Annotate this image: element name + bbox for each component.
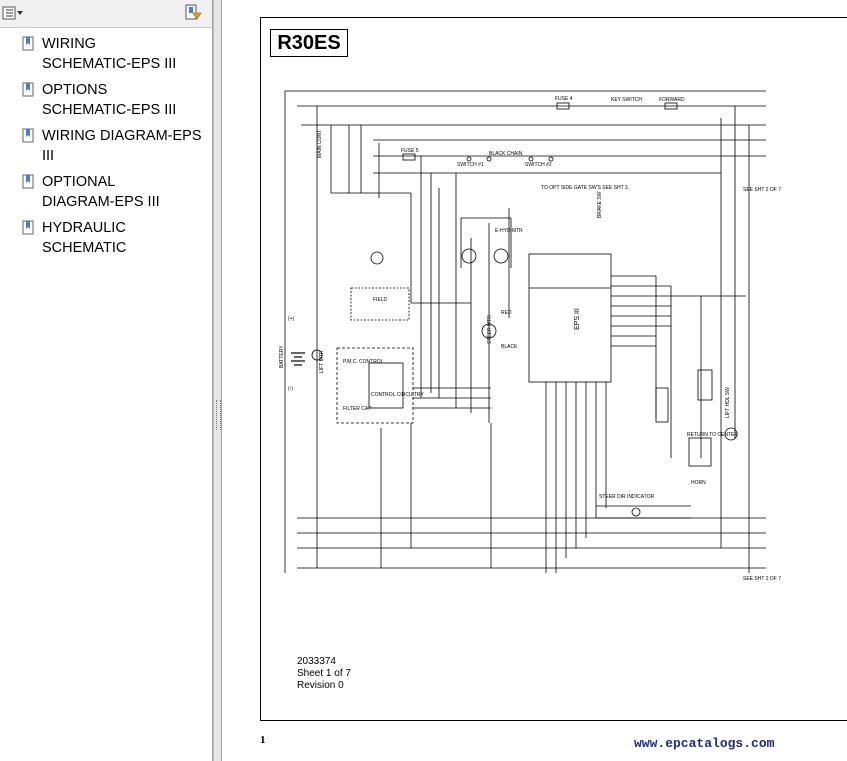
bookmark-page-icon (22, 36, 34, 51)
battery-plus-label: (+) (288, 316, 295, 322)
watermark-url: www.epcatalogs.com (634, 736, 775, 751)
bookmark-page-icon (22, 174, 34, 189)
switch-1-label: SWITCH #1 (457, 162, 484, 168)
revision-number: Revision 0 (297, 680, 344, 691)
control-circuitry-label: CONTROL CIRCUITRY (371, 392, 424, 398)
bookmark-label: WIRING DIAGRAM-EPS III (42, 128, 202, 164)
bookmark-label: OPTIONS SCHEMATIC-EPS III (42, 82, 177, 118)
drawing-number: 2033374 (297, 656, 336, 667)
splitter-grip[interactable] (216, 400, 221, 430)
expand-bookmark-icon (185, 4, 202, 20)
bookmarks-toolbar (0, 0, 212, 28)
bookmark-item[interactable]: WIRING SCHEMATIC-EPS III (0, 30, 212, 76)
bookmark-label: WIRING SCHEMATIC-EPS III (42, 36, 177, 72)
battery-minus-label: (-) (288, 386, 293, 392)
bookmark-page-icon (22, 128, 34, 143)
filter-cap-label: FILTER CAP (343, 406, 372, 412)
bookmark-label: OPTIONAL DIAGRAM-EPS III (42, 174, 160, 210)
black-wire-label: BLACK (501, 344, 518, 350)
main-cont-label: MAIN CONT (317, 130, 323, 158)
battery-label: BATTERY (279, 345, 285, 368)
field-label: FIELD (373, 297, 388, 303)
ehyd-motor-label: E-HYD MTR (495, 228, 523, 234)
bookmarks-panel: WIRING SCHEMATIC-EPS III OPTIONS SCHEMAT… (0, 0, 213, 761)
red-wire-label: RED (501, 310, 512, 316)
bookmark-item[interactable]: OPTIONS SCHEMATIC-EPS III (0, 76, 212, 122)
bookmark-item[interactable]: WIRING DIAGRAM-EPS III (0, 122, 212, 168)
fuse-5-label: FUSE 5 (401, 148, 419, 154)
bookmark-page-icon (22, 220, 34, 235)
pmc-control-label: P.M.C. CONTROL (343, 359, 384, 365)
expand-bookmark-button[interactable] (182, 3, 204, 23)
bookmark-options-button[interactable] (2, 3, 24, 23)
steer-motor-label: STEER MTR (487, 315, 493, 344)
bookmark-options-icon (2, 6, 23, 20)
horn-label: HORN (691, 480, 706, 486)
schematic-page: R30ES (260, 17, 847, 721)
black-chain-label: BLACK CHAIN (489, 151, 523, 157)
drawing-info: 2033374 Sheet 1 of 7 Revision 0 (297, 656, 351, 692)
bookmark-item[interactable]: OPTIONAL DIAGRAM-EPS III (0, 168, 212, 214)
page-number: 1 (260, 734, 266, 746)
model-title: R30ES (270, 29, 348, 57)
opt-side-gate-label: TO OPT SIDE GATE SW'S SEE SHT 3 (541, 185, 628, 191)
wiring-schematic: BATTERY (+) (-) P.M.C. CONTROL CONTROL C… (279, 90, 781, 582)
lift-handle-label: LIFT HDL SW (725, 387, 731, 418)
bookmark-page-icon (22, 82, 34, 97)
lift-motor-label: LIFT MTR (319, 350, 325, 373)
forward-label: FORWARD (659, 97, 685, 103)
brake-switch-label: BRAKE SW (597, 191, 603, 218)
switch-2-label: SWITCH #2 (525, 162, 552, 168)
see-sheet-bottom-label: SEE SHT 2 OF 7 (743, 576, 781, 582)
fuse-4-label: FUSE 4 (555, 96, 573, 102)
steer-dir-label: STEER DIR INDICATOR (599, 494, 654, 500)
bookmark-list: WIRING SCHEMATIC-EPS III OPTIONS SCHEMAT… (0, 30, 212, 260)
see-sheet-top-label: SEE SHT 2 OF 7 (743, 187, 781, 193)
bookmark-label: HYDRAULIC SCHEMATIC (42, 220, 127, 256)
document-view[interactable]: R30ES (222, 0, 847, 761)
bookmark-item[interactable]: HYDRAULIC SCHEMATIC (0, 214, 212, 260)
return-center-label: RETURN TO CENTER (687, 432, 738, 438)
eps-label: EPS III (574, 308, 581, 330)
sheet-number: Sheet 1 of 7 (297, 668, 351, 679)
key-switch-label: KEY SWITCH (611, 97, 642, 103)
panel-splitter[interactable] (213, 0, 222, 761)
